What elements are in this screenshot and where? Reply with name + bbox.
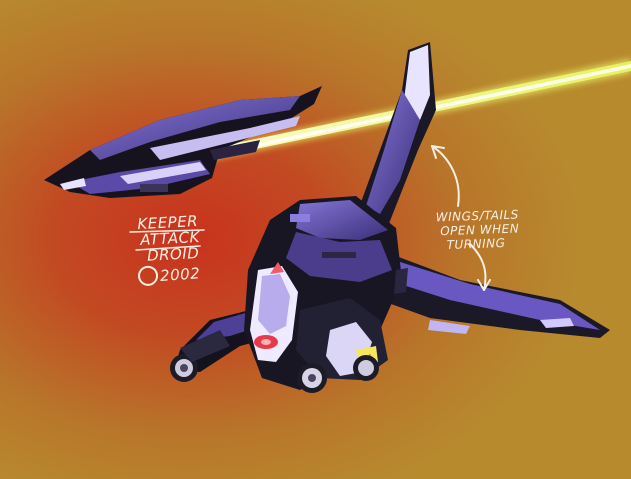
title-line-3: DROID bbox=[147, 244, 200, 265]
annotation-line-1: WINGS/TAILS bbox=[435, 207, 519, 224]
title-line-2: ATTACK bbox=[139, 228, 201, 249]
droid-title: KEEPER ATTACK DROID bbox=[137, 212, 201, 265]
annotation-line-2: OPEN WHEN bbox=[440, 221, 519, 238]
small-droid-side-view bbox=[44, 86, 322, 198]
signature-year: 2002 bbox=[159, 264, 200, 285]
annotation-arrows bbox=[129, 145, 491, 291]
signature: 2002 bbox=[138, 264, 201, 286]
wings-annotation: WINGS/TAILS OPEN WHEN TURNING bbox=[435, 207, 519, 252]
main-droid-front-view: △ bbox=[170, 42, 610, 393]
engine-left bbox=[170, 330, 230, 382]
title-line-1: KEEPER bbox=[137, 212, 199, 233]
annotation-line-3: TURNING bbox=[446, 236, 505, 252]
engine-right bbox=[353, 355, 379, 381]
engine-center bbox=[297, 363, 327, 393]
